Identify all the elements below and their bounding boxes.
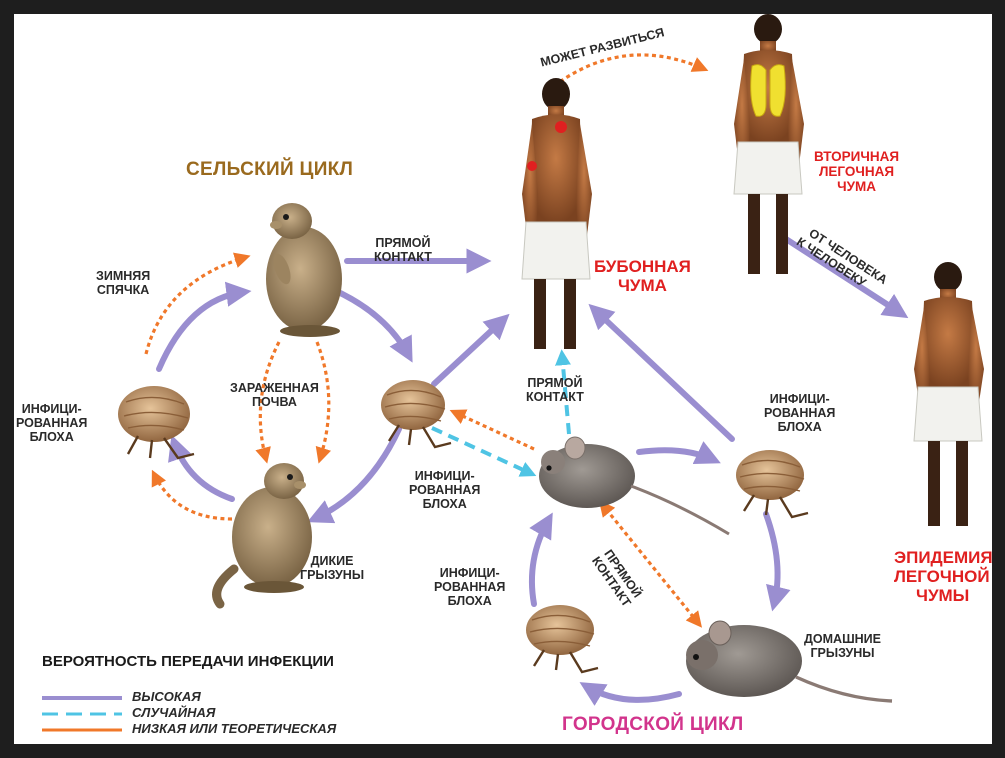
human-figure-icon — [914, 262, 984, 526]
legend-title: ВЕРОЯТНОСТЬ ПЕРЕДАЧИ ИНФЕКЦИИ — [42, 654, 334, 671]
direct-contact-label-mid: ПРЯМОЙ КОНТАКТ — [526, 376, 584, 404]
direct-contact-label-top: ПРЯМОЙ КОНТАКТ — [374, 236, 432, 264]
secondary-pneumonic-label: ВТОРИЧНАЯ ЛЕГОЧНАЯ ЧУМА — [814, 149, 899, 194]
arrow-flea-rightlow-to-rat — [766, 514, 778, 604]
marmot-icon — [266, 203, 342, 337]
arrow-rat-to-flea-bottom — [586, 686, 679, 700]
diagram-panel: СЕЛЬСКИЙ ЦИКЛ ГОРОДСКОЙ ЦИКЛ ЗИМНЯЯ СПЯЧ… — [14, 14, 992, 744]
arrow-flea-bottom-to-mouse — [532, 519, 549, 604]
legend-item-high: ВЫСОКАЯ — [132, 690, 201, 705]
infected-flea-label-mid: ИНФИЦИ- РОВАННАЯ БЛОХА — [409, 469, 480, 511]
flea-icon — [381, 380, 451, 447]
infected-flea-label-bottom: ИНФИЦИ- РОВАННАЯ БЛОХА — [434, 566, 505, 608]
human-figure-icon — [522, 78, 592, 349]
urban-cycle-title: ГОРОДСКОЙ ЦИКЛ — [562, 714, 743, 735]
infected-flea-label-left: ИНФИЦИ- РОВАННАЯ БЛОХА — [16, 402, 87, 444]
infected-flea-label-right: ИНФИЦИ- РОВАННАЯ БЛОХА — [764, 392, 835, 434]
marmot-icon — [217, 463, 312, 604]
arrow-hibernation — [146, 257, 246, 354]
arrow-flea-mid-to-bubonic — [434, 319, 504, 384]
legend-lines — [42, 698, 122, 730]
legend-item-low: НИЗКАЯ ИЛИ ТЕОРЕТИЧЕСКАЯ — [132, 722, 336, 737]
rural-cycle-title: СЕЛЬСКИЙ ЦИКЛ — [186, 159, 353, 180]
hibernation-label: ЗИМНЯЯ СПЯЧКА — [96, 269, 150, 297]
arrows-low-probability — [146, 55, 704, 624]
arrow-flea-right-to-rodents — [314, 429, 399, 519]
arrow-flea-left-to-marmot — [159, 292, 244, 369]
arrow-flea-rightlow-to-bubonic — [594, 309, 732, 439]
bubonic-plague-label: БУБОННАЯ ЧУМА — [594, 257, 691, 295]
wild-rodents-label: ДИКИЕ ГРЫЗУНЫ — [300, 554, 364, 582]
legend-item-accidental: СЛУЧАЙНАЯ — [132, 706, 215, 721]
arrow-rodents-to-flea-left — [174, 442, 232, 499]
arrow-mouse-to-flea-rightlow — [639, 450, 714, 460]
flea-icon — [118, 386, 194, 458]
mouse-icon — [539, 437, 729, 534]
domestic-rodents-label: ДОМАШНИЕ ГРЫЗУНЫ — [804, 632, 881, 660]
flea-icon — [526, 605, 598, 672]
flea-icon — [736, 450, 808, 517]
infected-soil-label: ЗАРАЖЕННАЯ ПОЧВА — [230, 381, 319, 409]
arrow-flea-mid-to-mouse-accidental — [432, 428, 532, 474]
epidemic-label: ЭПИДЕМИЯ ЛЕГОЧНОЙ ЧУМЫ — [894, 548, 992, 605]
